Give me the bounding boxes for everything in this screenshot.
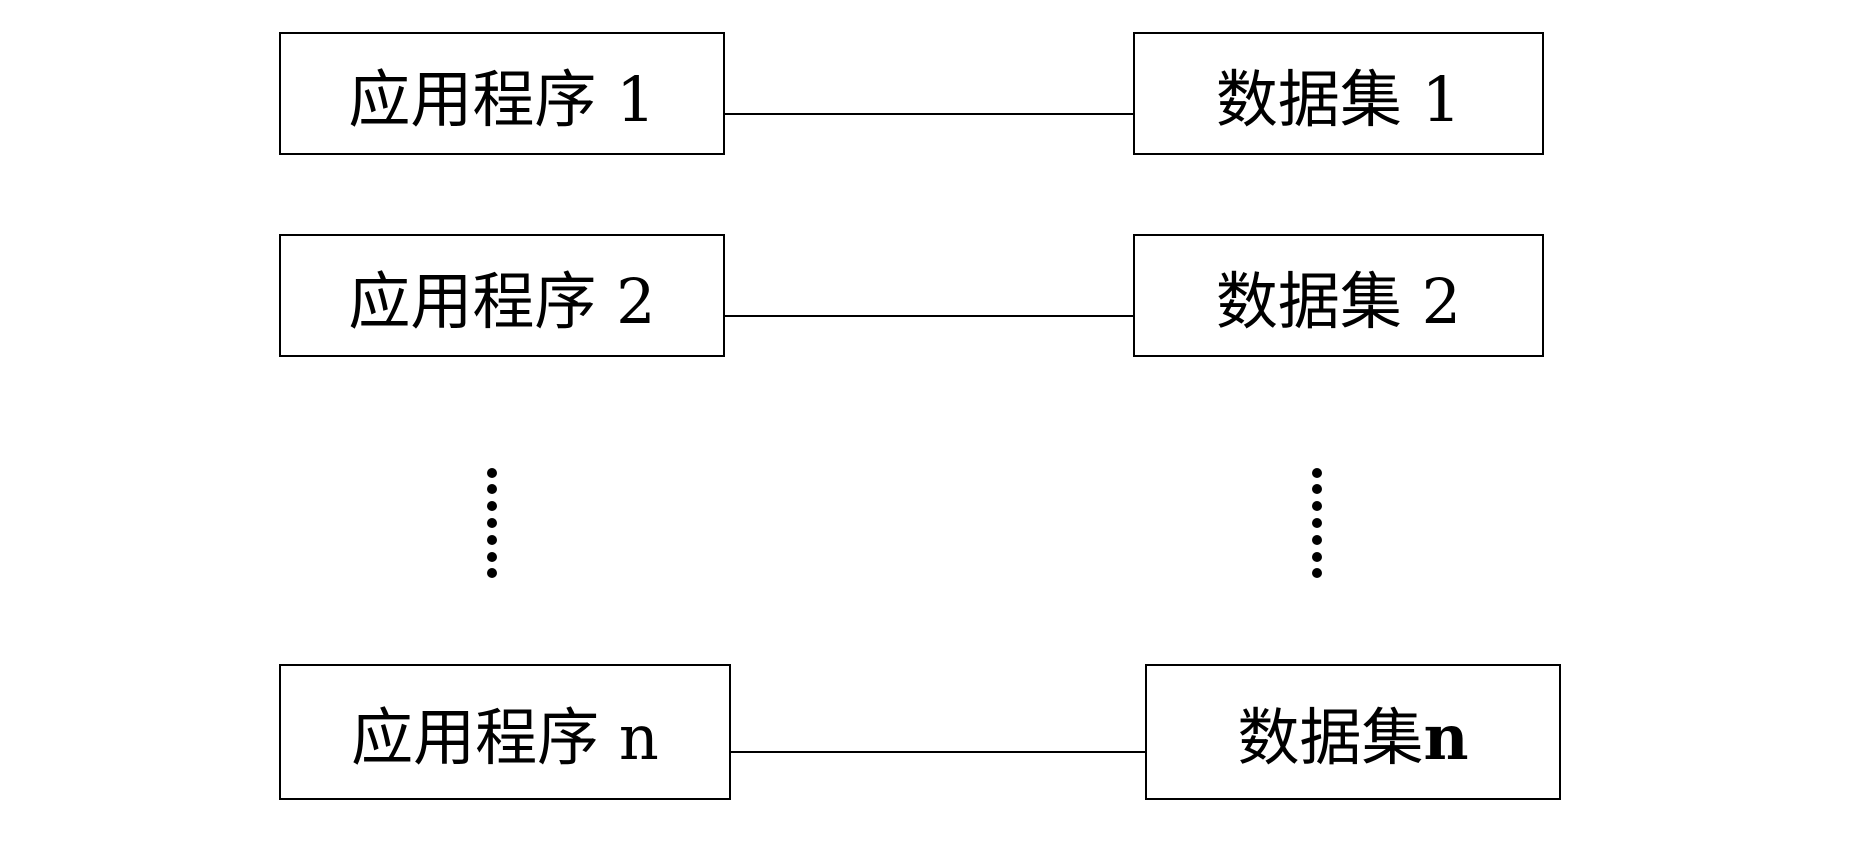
dataset-box-n: 数据集n bbox=[1145, 664, 1561, 800]
dataset-label-n-suffix: n bbox=[1423, 701, 1469, 774]
vertical-ellipsis-left bbox=[486, 468, 498, 578]
ellipsis-dot bbox=[1312, 552, 1322, 562]
ellipsis-dot bbox=[487, 552, 497, 562]
ellipsis-dot bbox=[487, 518, 497, 528]
ellipsis-dot bbox=[487, 501, 497, 511]
dataset-box-2: 数据集 2 bbox=[1133, 234, 1544, 357]
ellipsis-dot bbox=[1312, 484, 1322, 494]
app-label-1: 应用程序 1 bbox=[348, 62, 656, 136]
ellipsis-dot bbox=[487, 484, 497, 494]
ellipsis-dot bbox=[1312, 568, 1322, 578]
dataset-label-n-prefix: 数据集 bbox=[1237, 701, 1424, 774]
app-box-n: 应用程序 n bbox=[279, 664, 731, 800]
ellipsis-dot bbox=[487, 535, 497, 545]
app-box-2: 应用程序 2 bbox=[279, 234, 725, 357]
ellipsis-dot bbox=[487, 468, 497, 478]
app-label-n: 应用程序 n bbox=[351, 701, 659, 774]
app-label-2: 应用程序 2 bbox=[348, 264, 656, 338]
app-box-1: 应用程序 1 bbox=[279, 32, 725, 155]
connector-line-2 bbox=[725, 315, 1134, 317]
dataset-label-n: 数据集n bbox=[1237, 687, 1468, 777]
ellipsis-dot bbox=[1312, 518, 1322, 528]
connector-line-1 bbox=[725, 113, 1134, 115]
dataset-label-1: 数据集 1 bbox=[1215, 62, 1462, 136]
ellipsis-dot bbox=[487, 568, 497, 578]
dataset-box-1: 数据集 1 bbox=[1133, 32, 1544, 155]
ellipsis-dot bbox=[1312, 535, 1322, 545]
connector-line-n bbox=[731, 751, 1146, 753]
ellipsis-dot bbox=[1312, 501, 1322, 511]
vertical-ellipsis-right bbox=[1311, 468, 1323, 578]
dataset-label-2: 数据集 2 bbox=[1215, 264, 1462, 338]
ellipsis-dot bbox=[1312, 468, 1322, 478]
